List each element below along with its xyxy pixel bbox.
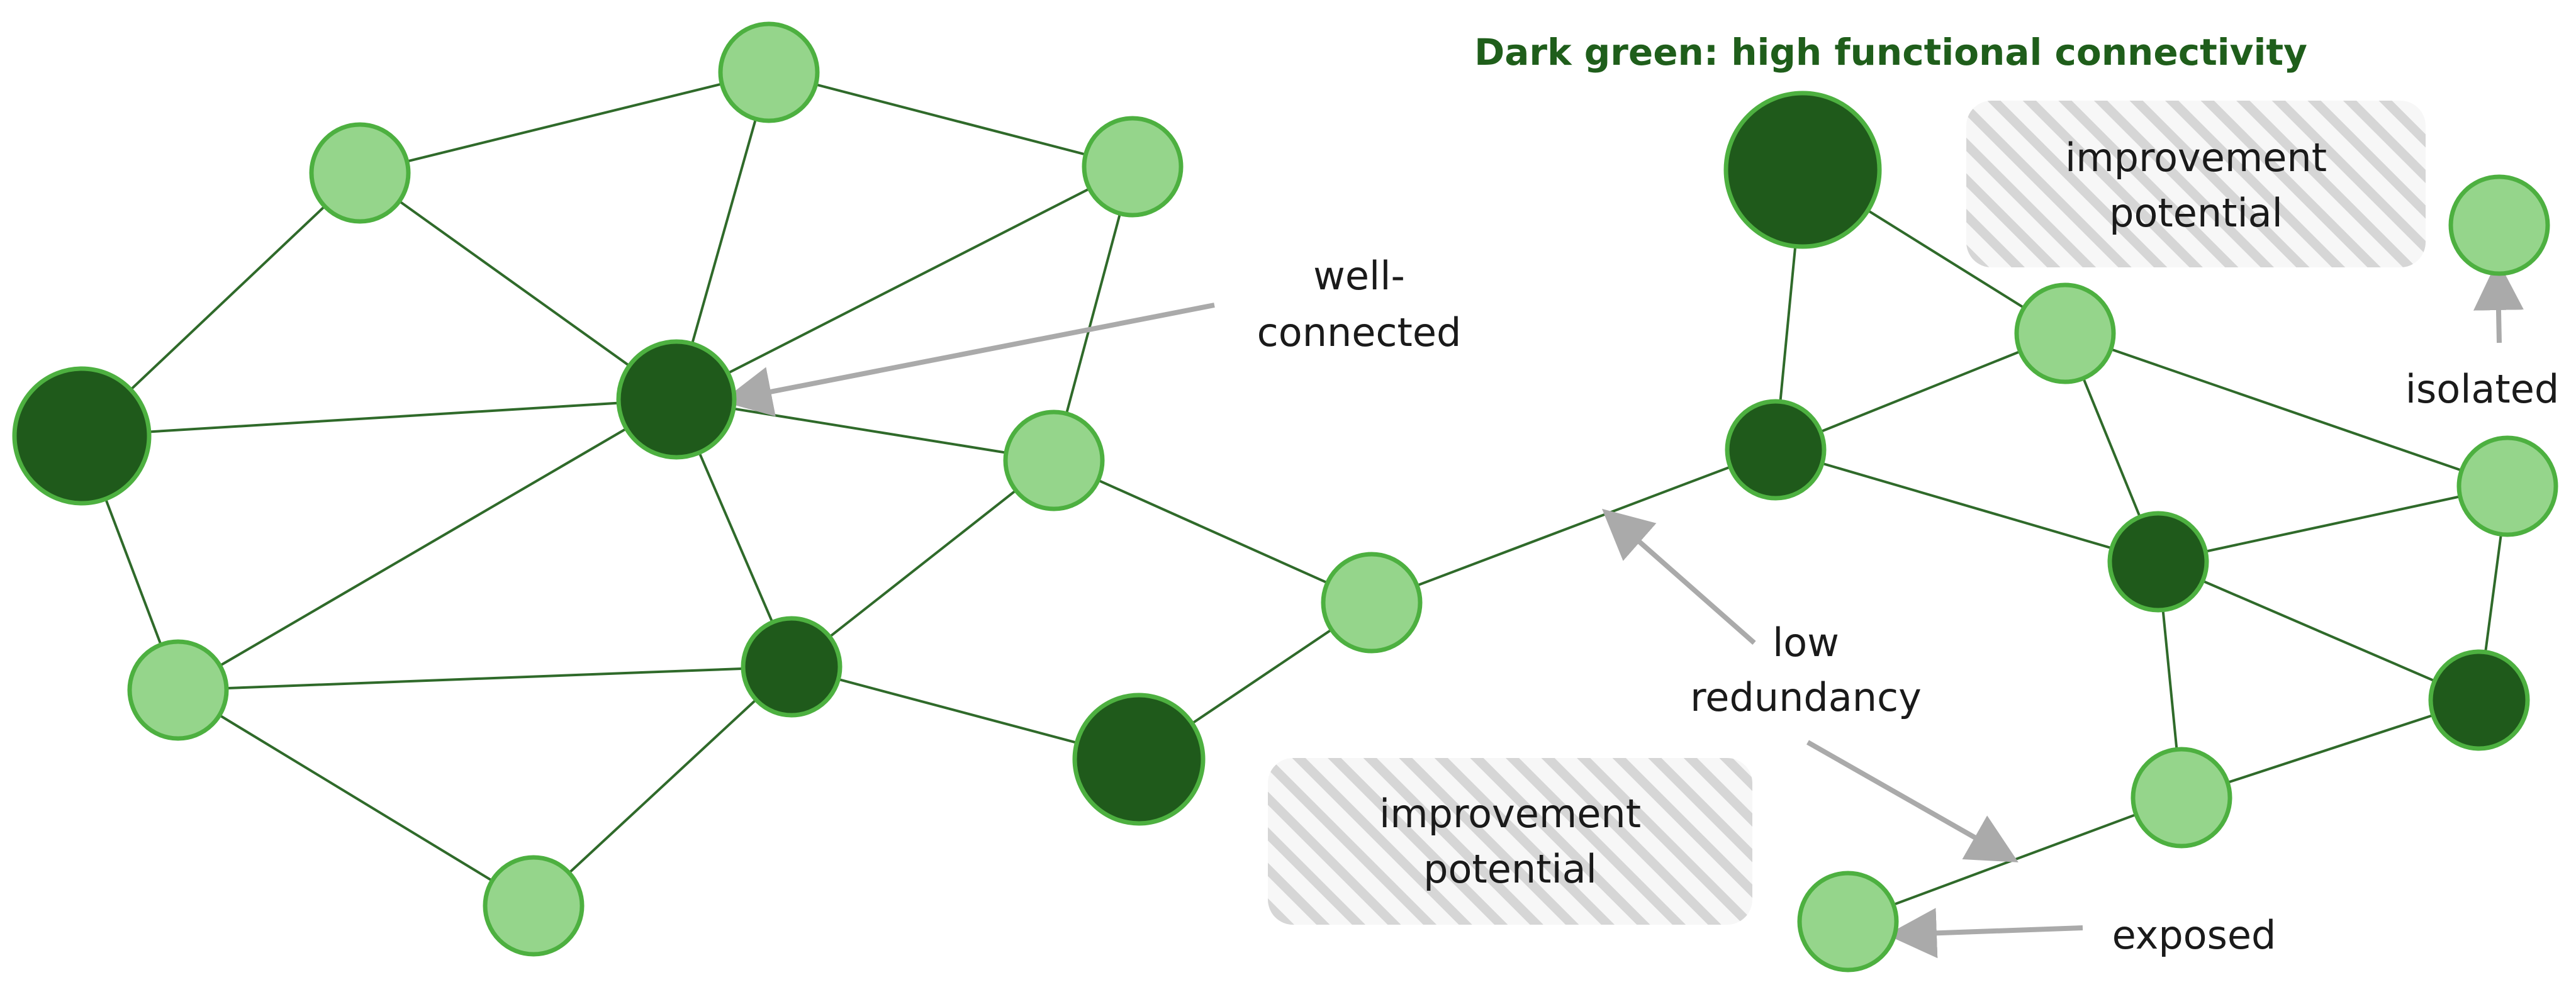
high-connectivity-node-n18 <box>2428 649 2530 751</box>
high-connectivity-node-n9 <box>1072 693 1206 826</box>
legend-title: Dark green: high functional connectivity <box>1474 31 2307 74</box>
label-low-redundancy-line2: redundancy <box>1690 674 1922 720</box>
label-improvement-potential-left-line2: potential <box>1423 846 1597 892</box>
edge-n3-n5 <box>676 165 1133 401</box>
high-connectivity-node-n8 <box>741 616 843 718</box>
low-connectivity-node-n16 <box>2456 435 2558 537</box>
low-connectivity-node-n14 <box>2014 282 2116 384</box>
low-connectivity-node-n6 <box>1003 410 1105 511</box>
label-well-connected-line1: well- <box>1313 253 1405 299</box>
edge-n3-n6 <box>1053 166 1134 461</box>
network-nodes <box>12 21 2558 972</box>
label-improvement-potential-right-line1: improvement <box>2065 135 2327 181</box>
edge-n8-n10 <box>532 666 793 907</box>
edge-n13-n14 <box>1775 332 2066 451</box>
edge-n13-n17 <box>1775 449 2159 563</box>
label-exposed: exposed <box>2112 912 2276 958</box>
low-connectivity-node-n7 <box>127 639 229 741</box>
low-connectivity-node-n3 <box>1082 116 1184 218</box>
arrow-well-connected <box>721 303 1215 417</box>
low-connectivity-node-n19 <box>2131 747 2232 849</box>
edge-n2-n5 <box>359 172 678 401</box>
label-low-redundancy-line1: low <box>1772 620 1839 666</box>
low-connectivity-node-n2 <box>309 122 411 224</box>
label-isolated: isolated <box>2405 366 2560 412</box>
improvement-potential-box-right <box>1966 101 2426 267</box>
arrow-low-redundancy-up <box>1601 508 1756 645</box>
edge-n7-n8 <box>177 666 792 691</box>
edge-n5-n7 <box>177 398 678 691</box>
edge-n14-n16 <box>2064 332 2508 488</box>
edge-n2-n1 <box>359 71 770 174</box>
low-connectivity-node-n1 <box>718 21 820 123</box>
label-improvement-potential-left-line1: improvement <box>1379 791 1641 837</box>
high-connectivity-node-n5 <box>616 339 737 460</box>
edge-n4-n5 <box>81 398 677 437</box>
low-connectivity-node-n15 <box>2448 174 2550 276</box>
arrow-exposed <box>1886 908 2083 959</box>
low-connectivity-node-n20 <box>1797 871 1899 972</box>
edge-n17-n16 <box>2158 485 2508 563</box>
edge-n18-n19 <box>2181 699 2480 799</box>
arrow-low-redundancy-down <box>1806 740 2019 862</box>
edge-n11-n13 <box>1371 449 1776 604</box>
low-connectivity-node-n11 <box>1321 552 1423 654</box>
edge-n19-n20 <box>1847 796 2182 923</box>
high-connectivity-node-n13 <box>1725 399 1827 501</box>
label-improvement-potential-right-line2: potential <box>2109 190 2283 236</box>
low-connectivity-node-n10 <box>483 855 585 957</box>
high-connectivity-node-n12 <box>1723 91 1882 249</box>
high-connectivity-node-n4 <box>12 366 152 506</box>
annotation-arrows <box>721 260 2524 959</box>
high-connectivity-node-n17 <box>2107 511 2209 613</box>
arrow-isolated <box>2473 260 2524 343</box>
edge-n17-n18 <box>2158 560 2480 701</box>
improvement-potential-box-left <box>1268 758 1752 925</box>
label-well-connected-line2: connected <box>1257 309 1462 355</box>
edge-n7-n10 <box>177 689 535 907</box>
edge-n6-n11 <box>1053 459 1372 604</box>
edge-n1-n3 <box>768 71 1133 168</box>
edge-n8-n6 <box>790 459 1055 668</box>
